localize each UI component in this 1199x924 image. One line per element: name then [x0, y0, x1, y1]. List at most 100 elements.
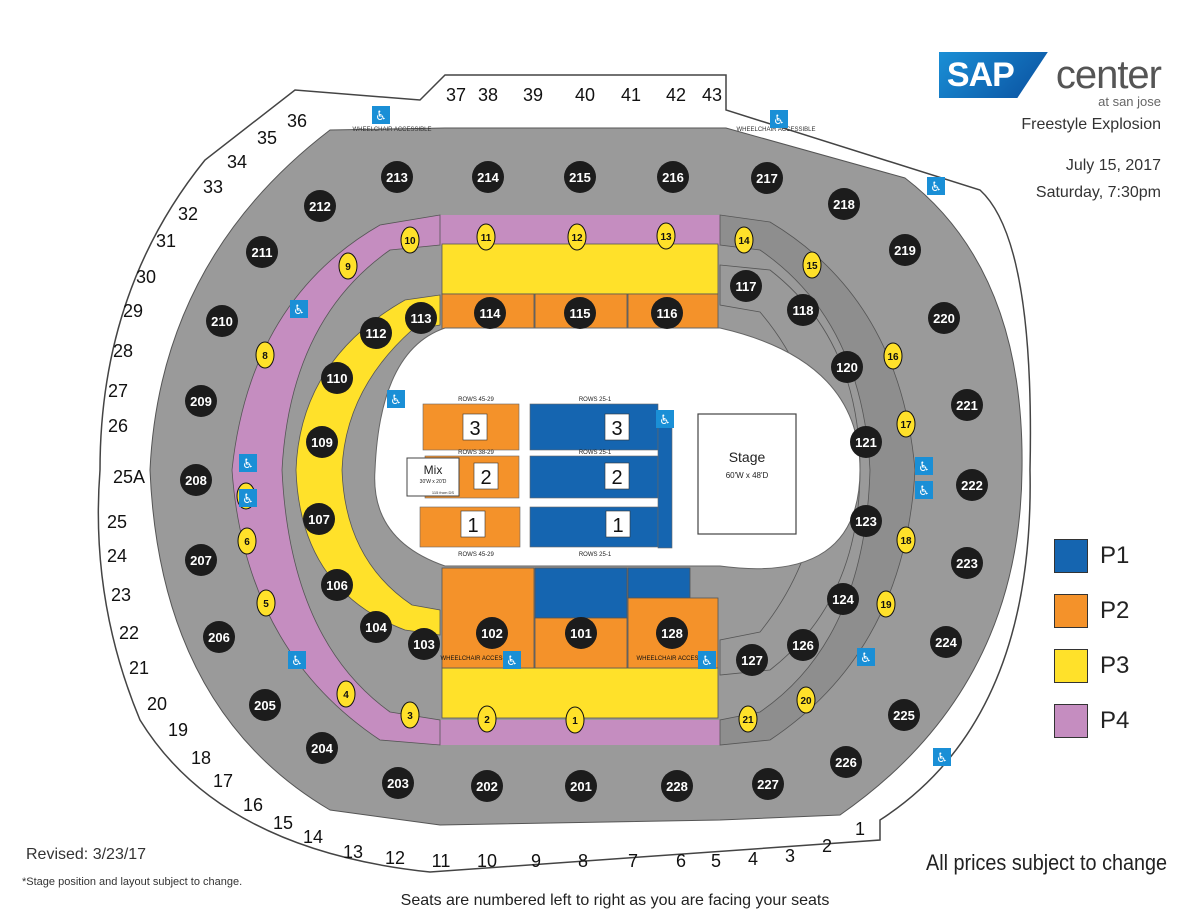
- suite-39[interactable]: 39: [523, 85, 543, 105]
- suite-28[interactable]: 28: [113, 341, 133, 361]
- section-203[interactable]: [382, 767, 414, 799]
- section-label-211[interactable]: 211: [252, 245, 273, 260]
- suite-40[interactable]: 40: [575, 85, 595, 105]
- section-209[interactable]: [185, 385, 217, 417]
- section-label-121[interactable]: 121: [855, 435, 877, 450]
- section-label-107[interactable]: 107: [308, 512, 330, 527]
- suite-11[interactable]: 11: [432, 851, 451, 871]
- suite-31[interactable]: 31: [156, 231, 176, 251]
- section-112[interactable]: [360, 317, 392, 349]
- section-110[interactable]: [321, 362, 353, 394]
- section-label-207[interactable]: 207: [190, 553, 212, 568]
- suite-7[interactable]: 7: [628, 851, 638, 871]
- suite-42[interactable]: 42: [666, 85, 686, 105]
- suite-20[interactable]: 20: [147, 694, 167, 714]
- section-label-113[interactable]: 113: [411, 311, 432, 326]
- section-127[interactable]: [736, 644, 768, 676]
- section-104[interactable]: [360, 611, 392, 643]
- suite-33[interactable]: 33: [203, 177, 223, 197]
- suite-4[interactable]: 4: [748, 849, 758, 869]
- section-218[interactable]: [828, 188, 860, 220]
- section-label-226[interactable]: 226: [835, 755, 857, 770]
- section-206[interactable]: [203, 621, 235, 653]
- suite-34[interactable]: 34: [227, 152, 247, 172]
- suite-16[interactable]: 16: [243, 795, 263, 815]
- section-126[interactable]: [787, 629, 819, 661]
- section-label-114[interactable]: 114: [480, 306, 502, 321]
- section-label-102[interactable]: 102: [481, 626, 503, 641]
- suite-1[interactable]: 1: [855, 819, 865, 839]
- suite-25A[interactable]: 25A: [113, 467, 145, 487]
- section-117[interactable]: [730, 270, 762, 302]
- suite-41[interactable]: 41: [621, 85, 641, 105]
- section-label-204[interactable]: 204: [311, 741, 333, 756]
- section-label-221[interactable]: 221: [956, 398, 978, 413]
- suite-30[interactable]: 30: [136, 267, 156, 287]
- section-214[interactable]: [472, 161, 504, 193]
- suite-18[interactable]: 18: [191, 748, 211, 768]
- section-113[interactable]: [405, 302, 437, 334]
- section-211[interactable]: [246, 236, 278, 268]
- section-223[interactable]: [951, 547, 983, 579]
- section-204[interactable]: [306, 732, 338, 764]
- section-201[interactable]: [565, 770, 597, 802]
- suite-9[interactable]: 9: [531, 851, 541, 871]
- section-210[interactable]: [206, 305, 238, 337]
- section-label-228[interactable]: 228: [666, 779, 688, 794]
- section-label-116[interactable]: 116: [657, 306, 678, 321]
- section-label-202[interactable]: 202: [476, 779, 498, 794]
- section-label-210[interactable]: 210: [211, 314, 233, 329]
- suite-14[interactable]: 14: [303, 827, 323, 847]
- suite-8[interactable]: 8: [578, 851, 588, 871]
- section-label-103[interactable]: 103: [413, 637, 435, 652]
- suite-15[interactable]: 15: [273, 813, 293, 833]
- section-label-203[interactable]: 203: [387, 776, 409, 791]
- section-label-214[interactable]: 214: [477, 170, 499, 185]
- suite-21[interactable]: 21: [129, 658, 149, 678]
- section-221[interactable]: [951, 389, 983, 421]
- section-222[interactable]: [956, 469, 988, 501]
- section-label-127[interactable]: 127: [741, 653, 763, 668]
- section-label-101[interactable]: 101: [570, 626, 592, 641]
- section-224[interactable]: [930, 626, 962, 658]
- section-label-206[interactable]: 206: [208, 630, 230, 645]
- suite-24[interactable]: 24: [107, 546, 127, 566]
- section-label-227[interactable]: 227: [757, 777, 779, 792]
- section-label-110[interactable]: 110: [327, 371, 348, 386]
- section-label-219[interactable]: 219: [894, 243, 916, 258]
- section-label-104[interactable]: 104: [365, 620, 387, 635]
- section-225[interactable]: [888, 699, 920, 731]
- section-202[interactable]: [471, 770, 503, 802]
- section-label-126[interactable]: 126: [792, 638, 814, 653]
- section-label-216[interactable]: 216: [662, 170, 684, 185]
- suite-23[interactable]: 23: [111, 585, 131, 605]
- section-label-215[interactable]: 215: [569, 170, 591, 185]
- suite-19[interactable]: 19: [168, 720, 188, 740]
- section-label-109[interactable]: 109: [311, 435, 333, 450]
- suite-37[interactable]: 37: [446, 85, 466, 105]
- section-label-224[interactable]: 224: [935, 635, 957, 650]
- suite-35[interactable]: 35: [257, 128, 277, 148]
- suite-3[interactable]: 3: [785, 846, 795, 866]
- suite-5[interactable]: 5: [711, 851, 721, 871]
- section-label-120[interactable]: 120: [836, 360, 858, 375]
- suite-36[interactable]: 36: [287, 111, 307, 131]
- suite-10[interactable]: 10: [477, 851, 497, 871]
- section-label-225[interactable]: 225: [893, 708, 915, 723]
- section-226[interactable]: [830, 746, 862, 778]
- section-207[interactable]: [185, 544, 217, 576]
- section-217[interactable]: [751, 162, 783, 194]
- section-102[interactable]: [476, 617, 508, 649]
- section-label-201[interactable]: 201: [570, 779, 592, 794]
- section-label-112[interactable]: 112: [366, 326, 387, 341]
- suite-29[interactable]: 29: [123, 301, 143, 321]
- section-120[interactable]: [831, 351, 863, 383]
- suite-22[interactable]: 22: [119, 623, 139, 643]
- section-label-205[interactable]: 205: [254, 698, 276, 713]
- section-106[interactable]: [321, 569, 353, 601]
- section-label-218[interactable]: 218: [833, 197, 855, 212]
- section-213[interactable]: [381, 161, 413, 193]
- section-label-209[interactable]: 209: [190, 394, 212, 409]
- section-220[interactable]: [928, 302, 960, 334]
- suite-43[interactable]: 43: [702, 85, 722, 105]
